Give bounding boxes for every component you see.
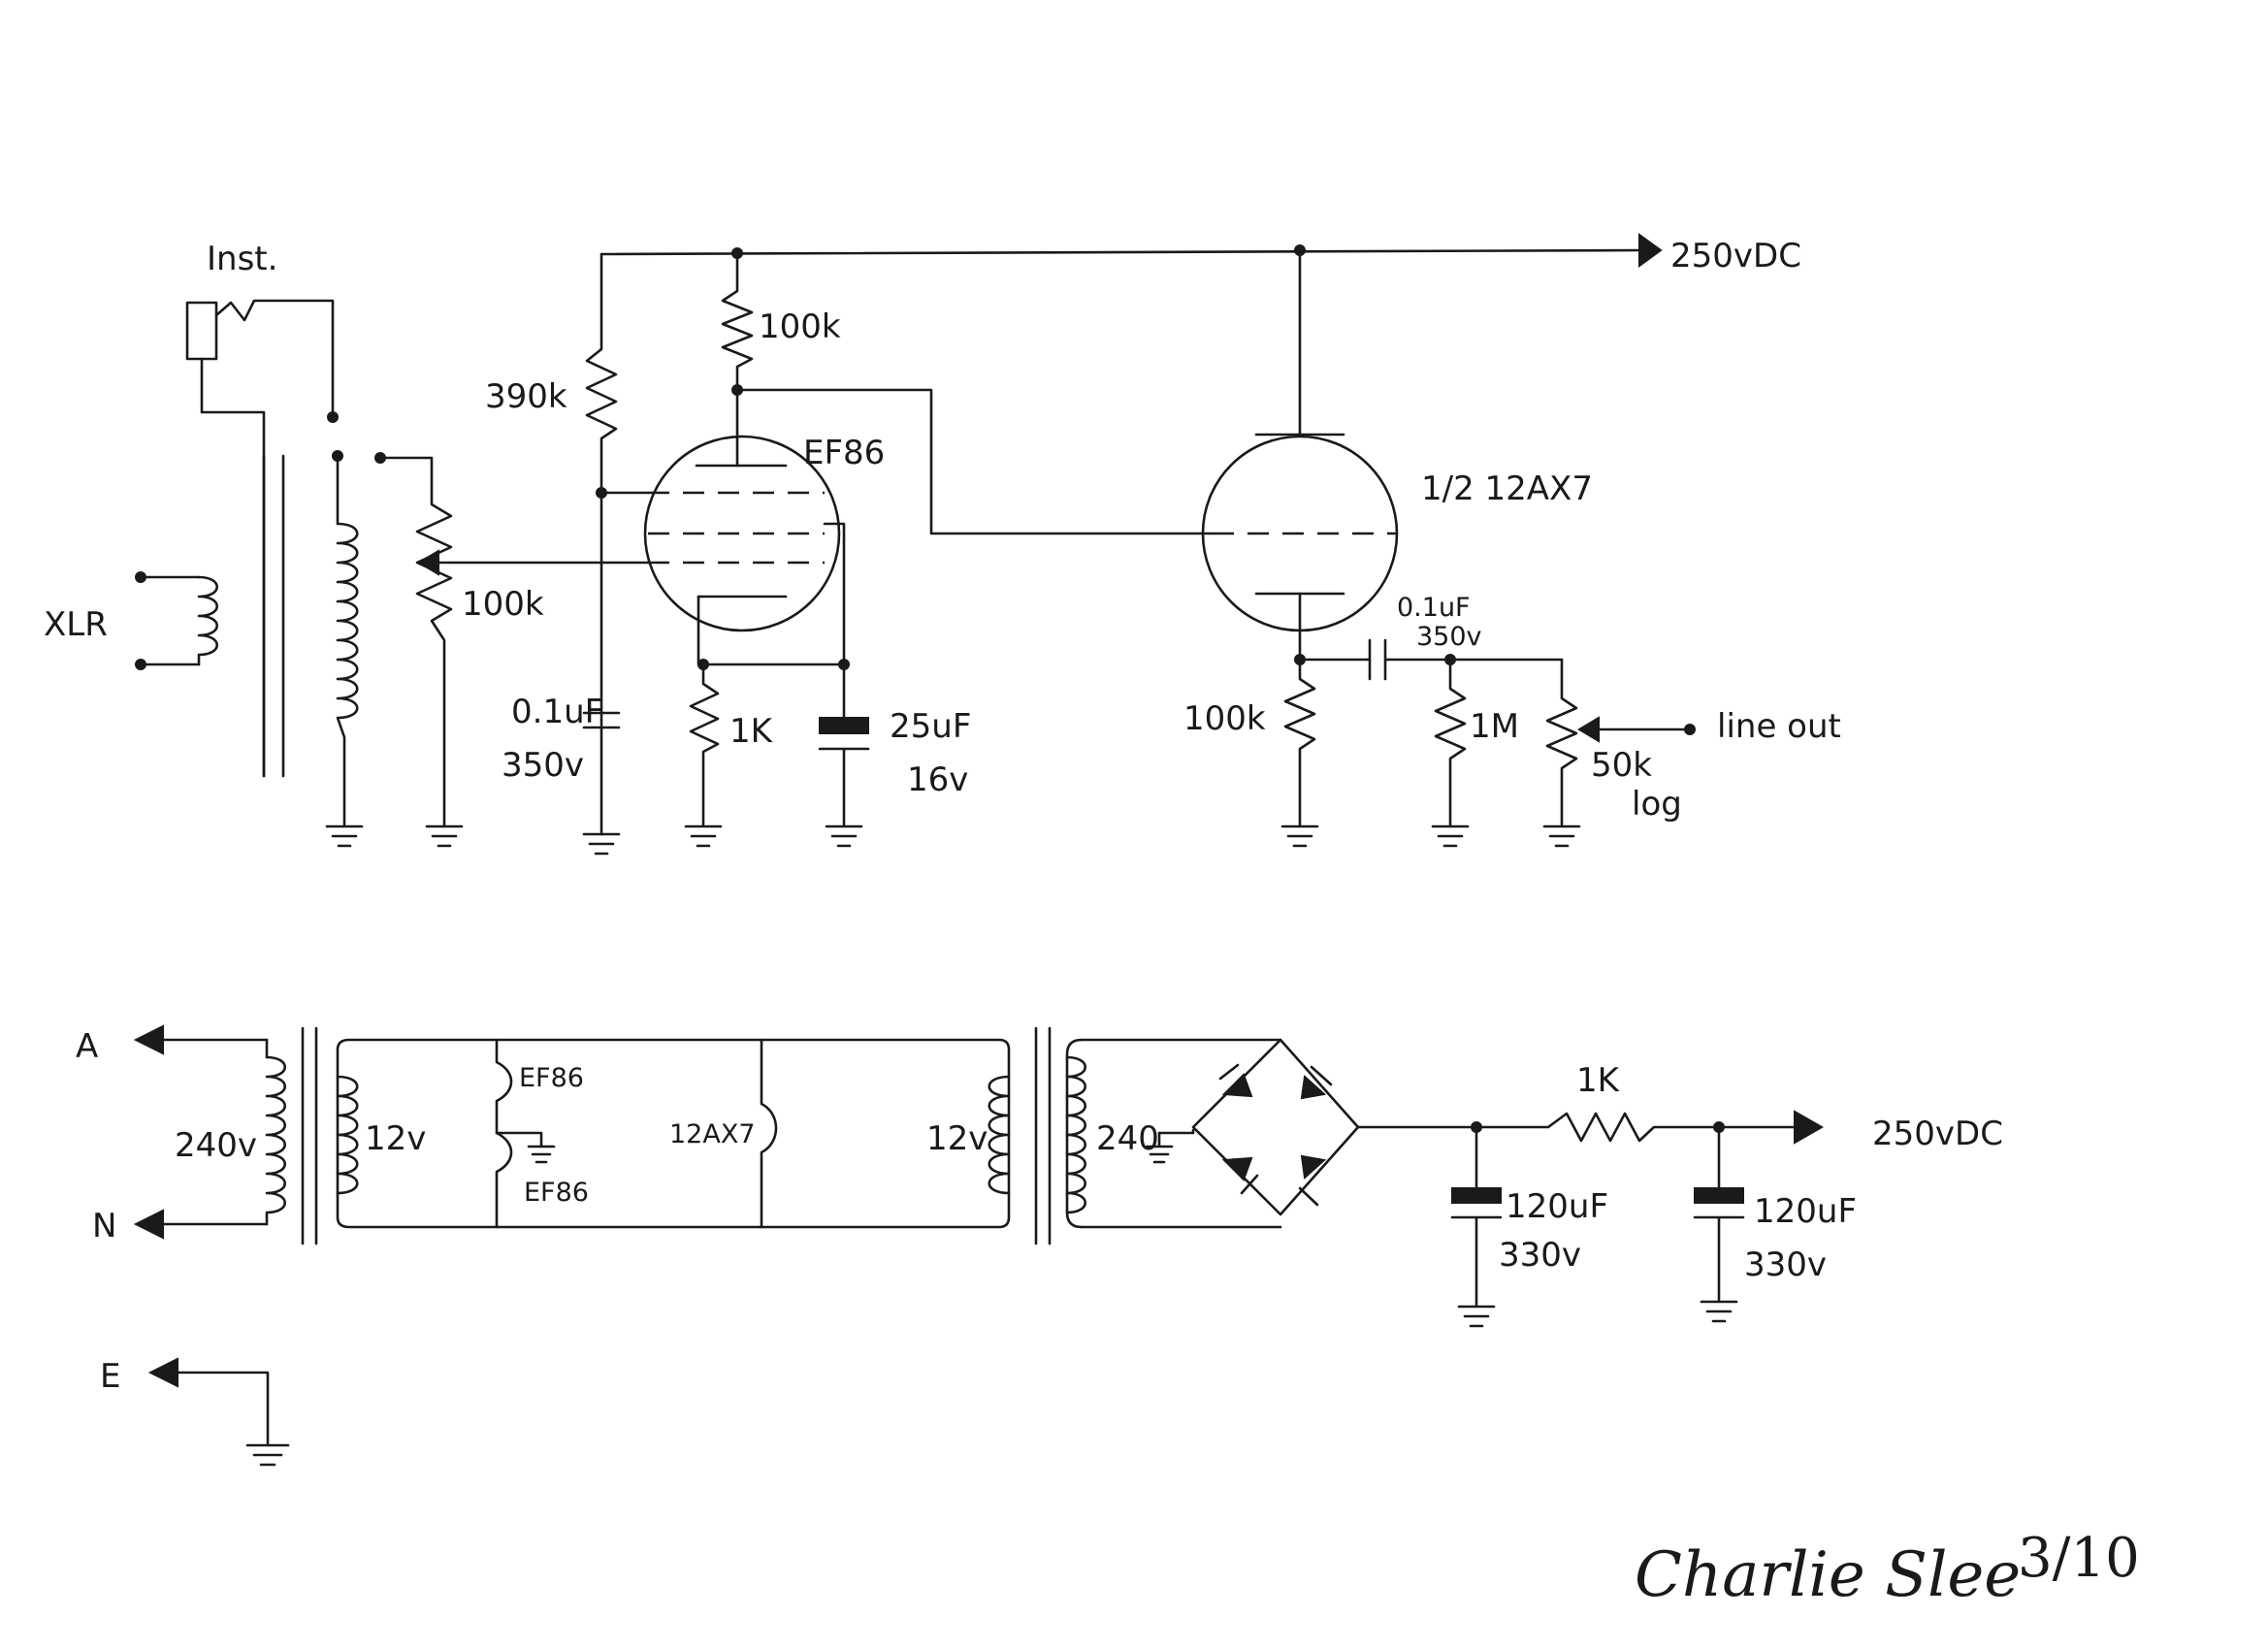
supply-top-label: 250vDC [1670, 237, 1801, 275]
tube-12ax7-label: 1/2 12AX7 [1421, 469, 1593, 508]
supply-bottom-label: 250vDC [1872, 1115, 2003, 1153]
mains-e-label: E [100, 1357, 120, 1396]
12ax7-tube: 1/2 12AX7 [1201, 248, 1593, 662]
r-1k-cathode-label: 1K [729, 712, 774, 751]
xlr-label: XLR [44, 605, 108, 644]
r-390k-label: 390k [485, 377, 567, 416]
bridge-rectifier [1191, 1038, 1360, 1216]
ground-symbol [1431, 824, 1470, 848]
c-filter1-voltage-label: 330v [1499, 1236, 1581, 1275]
secondary-12v-left-label: 12v [365, 1119, 426, 1158]
ground-symbol [1542, 824, 1581, 848]
ground-symbol [1457, 1305, 1496, 1328]
mains-input: A N E [76, 1024, 290, 1467]
r-100k-plate-label: 100k [759, 307, 841, 346]
signature-name: Charlie Slee [1635, 1539, 2021, 1611]
pot-log-label: log [1632, 785, 1682, 824]
gain-potentiometer: 100k [374, 452, 650, 848]
secondary-12v-right-label: 12v [926, 1119, 988, 1158]
line-out-label: line out [1717, 707, 1841, 746]
tube-ef86-label: EF86 [803, 434, 885, 472]
ground-symbol [1700, 1300, 1738, 1323]
cathode-network: 1K 25uF 16v [684, 659, 971, 848]
heater-ef86-top-label: EF86 [519, 1063, 584, 1093]
instrument-jack: Inst. [185, 240, 339, 778]
signature: Charlie Slee 3/10 [1635, 1527, 2140, 1611]
r-1m-label: 1M [1470, 707, 1519, 746]
c-out-voltage-label: 350v [1416, 622, 1482, 652]
output-stage: 100k 0.1uF 350v 1M line out 50k log [1183, 593, 1841, 848]
c-filter1-value-label: 120uF [1506, 1187, 1608, 1226]
ground-symbol [1280, 824, 1319, 848]
amplifier-circuit: Inst. XLR 100k [44, 233, 1841, 856]
mains-n-label: N [92, 1207, 116, 1245]
ground-symbol [825, 824, 863, 848]
input-transformer: XLR [44, 450, 364, 848]
heater-transformer: 240v 12v 12v EF86 EF86 12AX7 [175, 1026, 1052, 1245]
c-filter2-voltage-label: 330v [1744, 1245, 1827, 1284]
c-filter2-value-label: 120uF [1754, 1192, 1857, 1231]
diode [1298, 1154, 1327, 1207]
resistor-390k: 390k 0.1uF 350v [485, 252, 650, 856]
ground-symbol [325, 824, 364, 848]
resistor-100k-plate: 100k [721, 251, 1215, 535]
diode [1218, 1063, 1253, 1098]
heater-12ax7-label: 12AX7 [669, 1119, 756, 1149]
ef86-tube: EF86 [643, 434, 885, 666]
c-25uf-label: 25uF [890, 707, 971, 746]
c-01uf-label: 0.1uF [511, 693, 603, 731]
c-out-value-label: 0.1uF [1397, 593, 1471, 623]
r-100k-cathode2-label: 100k [1183, 699, 1266, 738]
inst-label: Inst. [207, 240, 277, 278]
pot-50k-label: 50k [1591, 746, 1652, 785]
ht-primary-240-label: 240 [1096, 1119, 1159, 1158]
pot-100k-label: 100k [462, 585, 544, 624]
diode [1300, 1065, 1333, 1100]
power-supply: A N E 240v 12v 12v [76, 1024, 2003, 1467]
filter-network: 1K 250vDC 120uF 330v 120uF 330v [1356, 1061, 2003, 1328]
mains-a-label: A [76, 1027, 98, 1066]
ht-rail: 250vDC [599, 233, 1801, 275]
r-1k-filter-label: 1K [1576, 1061, 1621, 1100]
c-350v-label: 350v [502, 746, 584, 785]
c-16v-label: 16v [907, 760, 968, 799]
ground-symbol [425, 824, 464, 848]
ht-transformer: 240 [1065, 1038, 1282, 1229]
ground-symbol [582, 832, 621, 856]
ground-symbol [684, 824, 723, 848]
ground-symbol [245, 1443, 290, 1467]
diode [1221, 1156, 1259, 1195]
signature-date: 3/10 [2018, 1527, 2140, 1590]
heater-ef86-bottom-label: EF86 [524, 1178, 589, 1208]
primary-240-label: 240v [175, 1126, 257, 1165]
